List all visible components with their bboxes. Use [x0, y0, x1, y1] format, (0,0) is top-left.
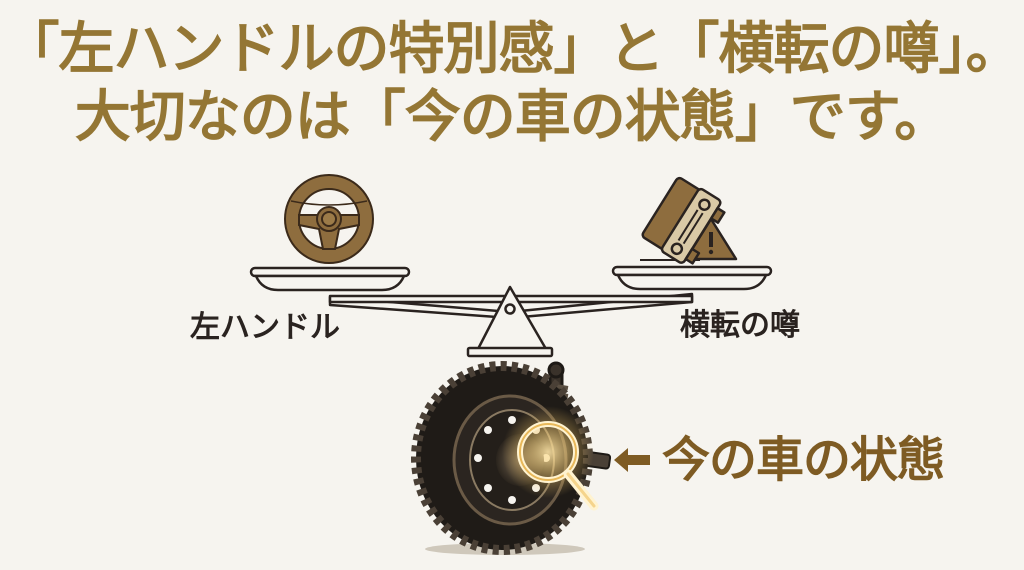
focus-callout: 今の車の状態	[612, 432, 945, 488]
current-car-condition-label: 今の車の状態	[662, 432, 945, 488]
left-scale-pan	[249, 266, 411, 292]
overturned-car-warning-icon	[640, 176, 738, 265]
left-pan-label: 左ハンドル	[190, 310, 340, 345]
scale-fulcrum	[466, 285, 554, 358]
left-arrow-icon	[614, 448, 650, 472]
tire-suspension-magnifier-icon	[411, 361, 612, 555]
headline-line-2: 大切なのは「今の車の状態」です。	[74, 85, 950, 150]
headline-line-1: 「左ハンドルの特別感」と「横転の噂」。	[3, 17, 1022, 82]
right-scale-pan	[611, 265, 773, 291]
steering-wheel-icon	[284, 174, 374, 264]
right-pan-label: 横転の噂	[680, 308, 800, 343]
